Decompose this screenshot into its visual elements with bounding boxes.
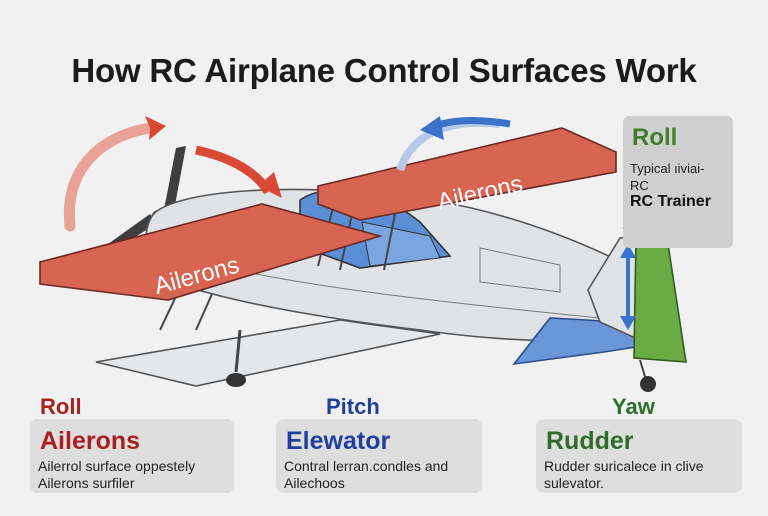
ailerons-card-title: Ailerons [40, 427, 141, 455]
ailerons-desc-line2: Ailerons surfiler [38, 475, 135, 491]
elevator-arrow-icon [620, 244, 636, 330]
ailerons-desc-line1: Ailerrol surface oppestely [38, 458, 196, 474]
roll-arrow-icon [63, 116, 282, 232]
rudder-desc-line1: Rudder suricalece in clive [544, 458, 704, 474]
pitch-arrow-icon [396, 116, 511, 172]
rudder-card-description: Rudder suricalece in clive sulevator. [544, 458, 704, 492]
elevator-card-title: Elewator [286, 427, 391, 455]
info-box-title: Roll [632, 124, 678, 151]
elevator-card-description: Contral lerran.condles and Ailechoos [284, 458, 448, 492]
upper-wing-aileron [317, 127, 617, 221]
ailerons-card-description: Ailerrol surface oppestely Ailerons surf… [38, 458, 195, 492]
landing-gear [226, 329, 246, 387]
elevator-card: Elewator Contral lerran.condles and Aile… [276, 419, 482, 493]
pitch-heading: Pitch [326, 394, 380, 419]
page-title: How RC Airplane Control Surfaces Work [71, 52, 697, 89]
elevator-desc-line1: Contral lerran.condles and [284, 458, 449, 474]
lower-wing [95, 319, 441, 387]
ailerons-card: Ailerons Ailerrol surface oppestely Aile… [30, 419, 234, 493]
tail-wheel [639, 359, 656, 392]
yaw-heading: Yaw [612, 394, 655, 419]
elevator-desc-line2: Ailechoos [284, 475, 345, 491]
rudder-card: Rudder Rudder suricalece in clive suleva… [536, 419, 742, 493]
info-box [623, 116, 733, 248]
canopy-window [361, 221, 441, 267]
lower-wing-aileron [39, 203, 383, 301]
roll-heading: Roll [40, 394, 82, 419]
rudder-card-title: Rudder [546, 427, 634, 455]
rudder-desc-line2: sulevator. [544, 475, 604, 491]
rudder [633, 237, 687, 363]
info-box-line3: RC Trainer [630, 193, 711, 210]
info-box-line2: RC [630, 178, 649, 193]
info-box-line1: Typical ıiviai- [630, 161, 705, 176]
